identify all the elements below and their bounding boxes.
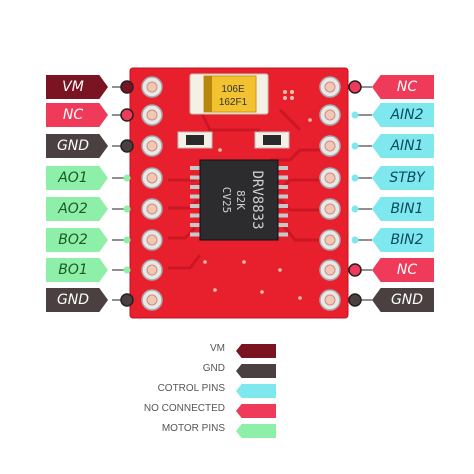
left-header-holes [141, 76, 163, 311]
header-hole [141, 229, 163, 251]
chip-lead [278, 232, 288, 237]
header-hole [319, 259, 341, 281]
header-hole [141, 259, 163, 281]
legend-swatch-motor [236, 424, 276, 438]
header-hole [319, 229, 341, 251]
chip-lead [278, 194, 288, 199]
chip-lead [190, 213, 200, 218]
right-connector-dot [351, 111, 359, 119]
right-pin-label-nc: NC [372, 75, 434, 99]
chip-lead [278, 213, 288, 218]
legend-label-vm: VM [210, 343, 225, 354]
header-hole [319, 135, 341, 157]
right-connector-dot [351, 142, 359, 150]
right-connector-dot [348, 80, 362, 94]
right-pin-label-bin2: BIN2 [372, 228, 434, 252]
header-hole [319, 167, 341, 189]
legend-swatch-control [236, 384, 276, 398]
right-connector-dot [348, 263, 362, 277]
right-pin-label-gnd: GND [372, 288, 434, 312]
header-hole [141, 289, 163, 311]
right-connector-dot [351, 174, 359, 182]
chip-lead [278, 204, 288, 208]
capacitor-marking-1: 106E [221, 84, 245, 95]
right-pin-label-stby: STBY [372, 166, 434, 190]
chip-marking-1: DRV8833 [249, 170, 265, 229]
pcb-vias [203, 90, 312, 300]
chip-lead [278, 166, 288, 170]
chip-lead [190, 223, 200, 227]
left-connector-dot [120, 108, 134, 122]
chip-lead [278, 175, 288, 180]
left-pin-label-bo2: BO2 [46, 228, 108, 252]
header-hole [141, 104, 163, 126]
right-connector-dot [351, 205, 359, 213]
left-connector-dot [123, 266, 131, 274]
tantalum-capacitor: 106E 162F1 [189, 73, 269, 115]
left-connector-dot [120, 293, 134, 307]
legend-swatch-vm [236, 344, 276, 358]
left-pin-label-gnd: GND [46, 134, 108, 158]
chip-lead [278, 185, 288, 189]
header-hole [319, 104, 341, 126]
header-hole [319, 198, 341, 220]
header-hole [319, 289, 341, 311]
chip-lead [190, 185, 200, 189]
left-connector-dot [123, 174, 131, 182]
left-pin-label-vm: VM [46, 75, 108, 99]
smd-resistor-left [177, 131, 213, 149]
chip-lead [190, 175, 200, 180]
legend-label-control: COTROL PINS [157, 383, 225, 394]
chip-leads [190, 166, 288, 237]
header-hole [141, 198, 163, 220]
chip-marking-3: CV25 [220, 187, 233, 214]
chip-lead [278, 223, 288, 227]
pin-connectors [112, 80, 372, 307]
chip-lead [190, 166, 200, 170]
left-pin-label-bo1: BO1 [46, 258, 108, 282]
left-pin-label-nc: NC [46, 103, 108, 127]
legend-swatch-gnd [236, 364, 276, 378]
header-hole [141, 76, 163, 98]
legend-swatch-not-connected [236, 404, 276, 418]
left-pin-label-ao1: AO1 [46, 166, 108, 190]
right-pin-label-ain2: AIN2 [372, 103, 434, 127]
header-hole [141, 167, 163, 189]
right-pin-label-ain1: AIN1 [372, 134, 434, 158]
right-pin-label-nc: NC [372, 258, 434, 282]
drv8833-chip [199, 159, 279, 241]
chip-marking-2: 82K [234, 190, 247, 210]
header-hole [319, 76, 341, 98]
chip-lead [190, 232, 200, 237]
header-hole [141, 135, 163, 157]
chip-lead [190, 204, 200, 208]
chip-lead [190, 194, 200, 199]
left-connector-dot [123, 205, 131, 213]
right-connector-dot [348, 293, 362, 307]
left-connector-dot [120, 139, 134, 153]
left-pin-label-gnd: GND [46, 288, 108, 312]
capacitor-marking-2: 162F1 [219, 97, 248, 108]
smd-resistor-right [254, 131, 290, 149]
right-connector-dot [351, 236, 359, 244]
left-pin-label-ao2: AO2 [46, 197, 108, 221]
left-connector-dot [120, 80, 134, 94]
right-header-holes [319, 76, 341, 311]
left-connector-dot [123, 236, 131, 244]
legend-label-gnd: GND [202, 363, 225, 374]
legend-label-not-connected: NO CONNECTED [143, 403, 225, 414]
right-pin-label-bin1: BIN1 [372, 197, 434, 221]
legend-label-motor: MOTOR PINS [161, 423, 225, 434]
